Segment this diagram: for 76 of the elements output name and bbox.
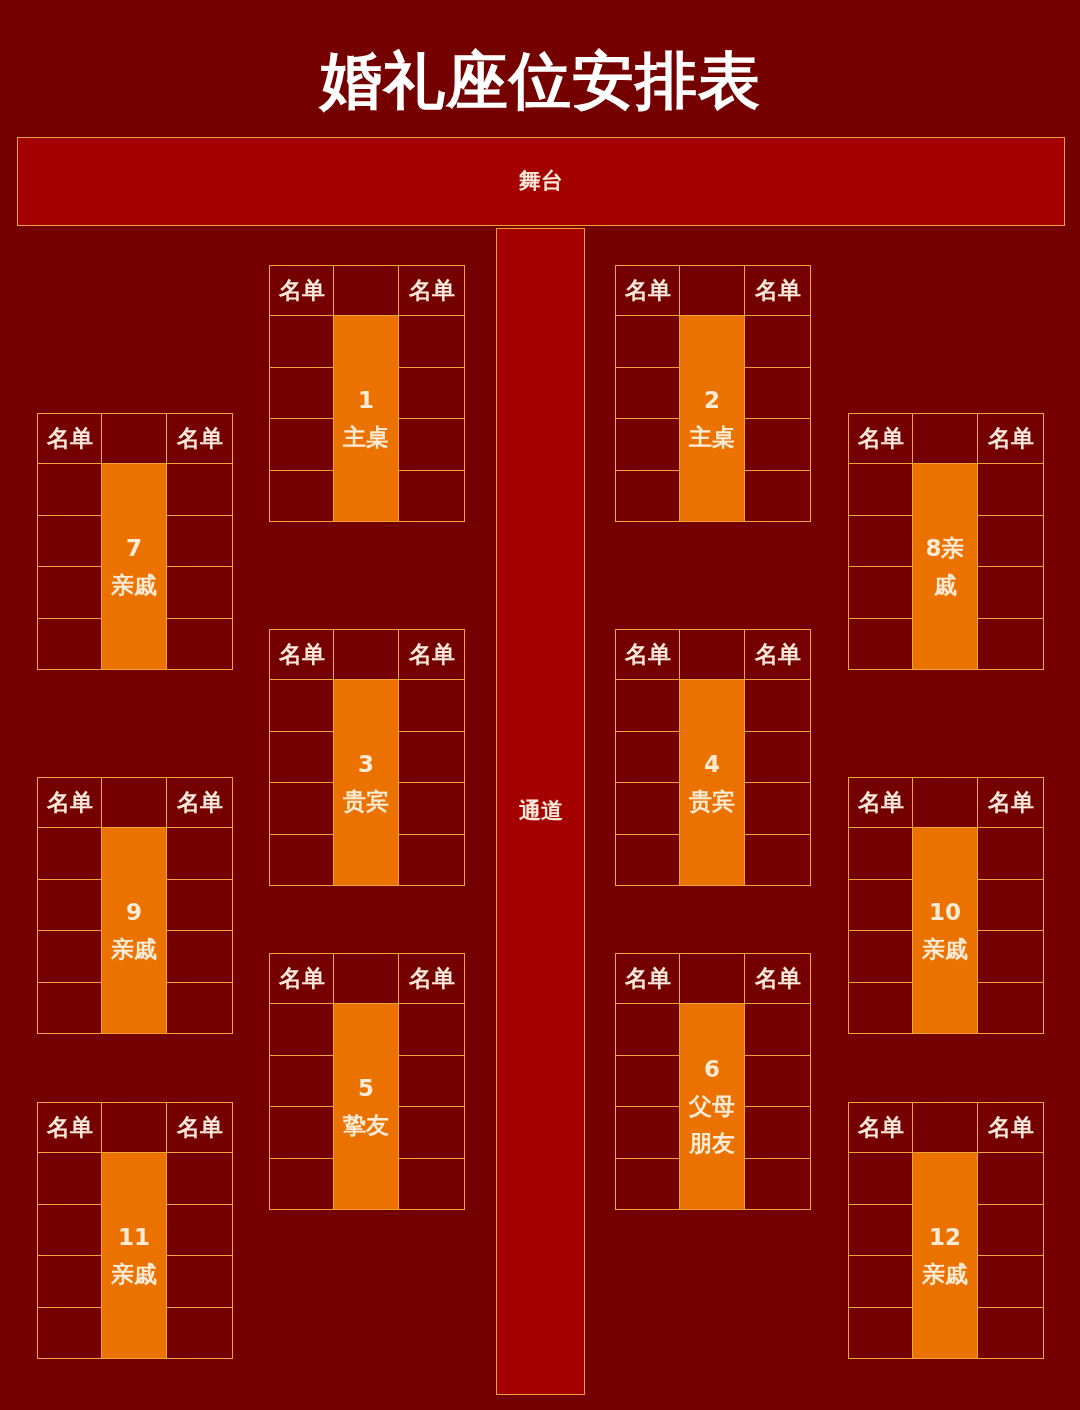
table-label: 父母朋友 [688, 1092, 736, 1159]
table-block [102, 828, 167, 1034]
table-block [680, 316, 745, 522]
name-list-heading: 名单 [745, 265, 811, 317]
seating-table [848, 777, 1044, 1034]
name-list-heading: 名单 [615, 953, 680, 1005]
aisle-label: 通道 [518, 798, 563, 825]
name-list-heading: 名单 [269, 629, 334, 681]
name-list-heading: 名单 [167, 1102, 233, 1154]
name-list-heading: 名单 [167, 413, 233, 465]
table-label: 10 [929, 897, 961, 927]
name-list-heading: 名单 [848, 413, 913, 465]
table-label: 亲戚 [922, 1259, 968, 1289]
table-label: 6 [704, 1055, 720, 1085]
table-label: 亲戚 [922, 934, 968, 964]
table-block [334, 316, 399, 522]
table-block [913, 1153, 978, 1359]
seating-table [269, 629, 465, 886]
name-list-heading: 名单 [615, 629, 680, 681]
title: 婚礼座位安排表 [319, 44, 761, 119]
table-label: 7 [126, 533, 142, 563]
table-block [680, 1004, 745, 1210]
table-block [913, 464, 978, 670]
name-list-heading: 名单 [745, 953, 811, 1005]
table-block [334, 1004, 399, 1210]
name-list-heading: 名单 [745, 629, 811, 681]
seating-table [615, 953, 811, 1210]
table-label: 1 [358, 385, 374, 415]
name-list-heading: 名单 [37, 777, 102, 829]
name-list-heading: 名单 [978, 1102, 1044, 1154]
name-list-heading: 名单 [848, 777, 913, 829]
table-label: 9 [126, 897, 142, 927]
table-label: 主桌 [689, 422, 735, 452]
table-label: 主桌 [343, 422, 389, 452]
table-label: 12 [929, 1222, 961, 1252]
table-label: 贵宾 [343, 786, 389, 816]
seating-table [848, 1102, 1044, 1359]
name-list-heading: 名单 [399, 953, 465, 1005]
name-list-heading: 名单 [978, 413, 1044, 465]
table-label: 贵宾 [689, 786, 735, 816]
table-block [102, 1153, 167, 1359]
table-block [102, 464, 167, 670]
table-label: 亲戚 [111, 934, 157, 964]
name-list-heading: 名单 [399, 629, 465, 681]
name-list-heading: 名单 [399, 265, 465, 317]
table-block [913, 828, 978, 1034]
seating-table [848, 413, 1044, 670]
seating-table [37, 413, 233, 670]
table-label: 8亲戚 [924, 533, 966, 600]
name-list-heading: 名单 [167, 777, 233, 829]
stage-area [17, 137, 1065, 226]
table-label: 5 [358, 1073, 374, 1103]
table-label: 挚友 [343, 1110, 389, 1140]
table-label: 11 [118, 1222, 150, 1252]
aisle-area [496, 228, 585, 1395]
table-label: 亲戚 [111, 570, 157, 600]
name-list-heading: 名单 [615, 265, 680, 317]
table-block [680, 680, 745, 886]
name-list-heading: 名单 [269, 953, 334, 1005]
name-list-heading: 名单 [37, 413, 102, 465]
name-list-heading: 名单 [269, 265, 334, 317]
name-list-heading: 名单 [978, 777, 1044, 829]
table-block [334, 680, 399, 886]
seating-table [615, 629, 811, 886]
seating-table [615, 265, 811, 522]
name-list-heading: 名单 [37, 1102, 102, 1154]
seating-table [37, 777, 233, 1034]
table-label: 亲戚 [111, 1259, 157, 1289]
seating-table [269, 265, 465, 522]
table-label: 2 [704, 385, 720, 415]
name-list-heading: 名单 [848, 1102, 913, 1154]
seating-table [269, 953, 465, 1210]
stage-label: 舞台 [519, 168, 563, 195]
seating-table [37, 1102, 233, 1359]
table-label: 4 [704, 749, 720, 779]
table-label: 3 [358, 749, 374, 779]
